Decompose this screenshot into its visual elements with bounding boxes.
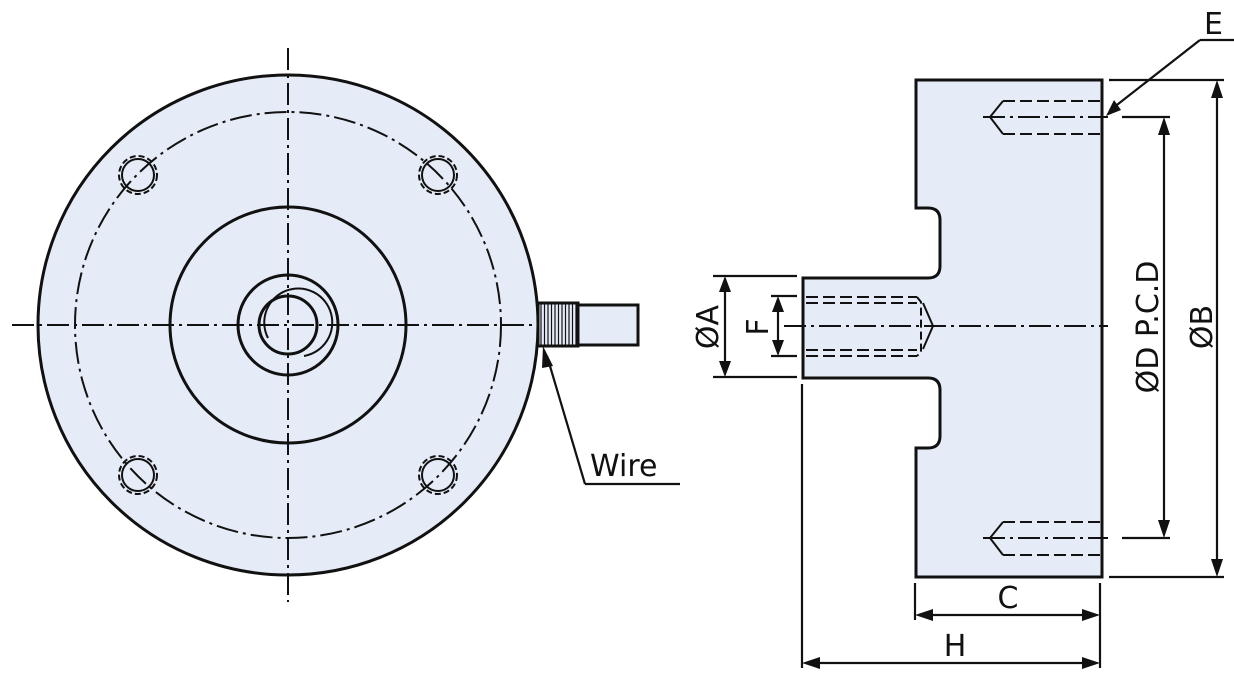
mounting-hole-top-right xyxy=(418,155,458,195)
dimension-h xyxy=(800,384,1100,669)
side-body-outline xyxy=(801,78,1104,579)
dimension-dia-d-pcd xyxy=(1122,115,1170,540)
front-view: Wire xyxy=(12,48,680,602)
dimension-dia-b xyxy=(1109,78,1224,579)
wire-connector xyxy=(536,301,640,348)
wire-label: Wire xyxy=(590,449,657,484)
shaft-tapped-hole xyxy=(806,296,935,357)
c-label: C xyxy=(998,581,1019,616)
dimension-e-leader xyxy=(1106,38,1234,116)
mounting-hole-bottom-left xyxy=(118,455,158,495)
thread-lines xyxy=(540,304,577,345)
bottom-tapped-hole xyxy=(983,521,1108,556)
wire-leader xyxy=(542,346,680,486)
top-tapped-hole xyxy=(983,100,1108,135)
dia-b-label: ØB xyxy=(1185,305,1220,349)
f-label: F xyxy=(741,318,776,335)
dimension-c xyxy=(913,583,1102,668)
outer-body-circle xyxy=(36,73,540,577)
mounting-hole-top-left xyxy=(118,155,158,195)
mounting-hole-bottom-right xyxy=(418,455,458,495)
wire-cable xyxy=(576,303,640,347)
dimension-f xyxy=(771,294,797,358)
side-view: ØA F E ØD P.C.D xyxy=(691,7,1234,669)
h-label: H xyxy=(944,629,967,664)
dia-d-pcd-label: ØD P.C.D xyxy=(1131,261,1166,394)
dia-a-label: ØA xyxy=(691,304,726,349)
e-label: E xyxy=(1204,7,1223,42)
center-thread-arc xyxy=(263,287,334,357)
dimension-dia-a xyxy=(713,274,797,379)
